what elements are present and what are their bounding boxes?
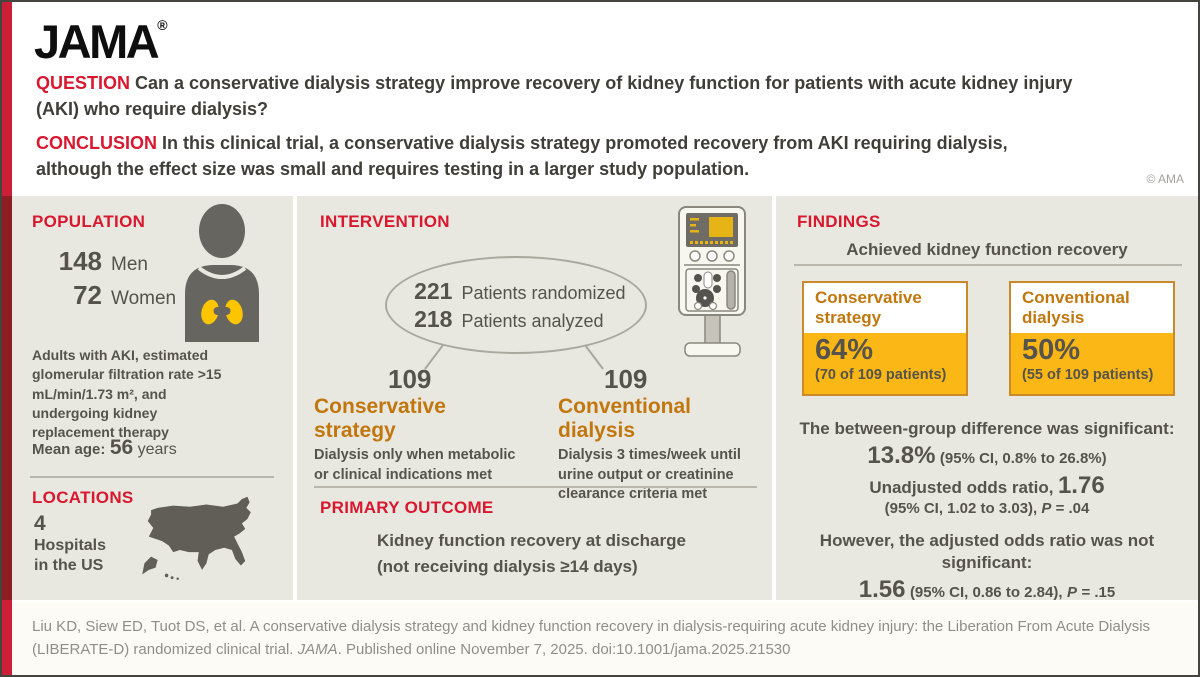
citation-text: Liu KD, Siew ED, Tuot DS, et al. A conse… xyxy=(32,618,1151,658)
jama-logo-text: JAMA xyxy=(34,15,160,68)
arm-conventional-description: Dialysis 3 times/week until urine output… xyxy=(558,447,741,503)
population-description: Adults with AKI, estimated glomerular fi… xyxy=(32,347,222,441)
stat-not-significant-line: However, the adjusted odds ratio was not… xyxy=(819,531,1155,573)
analyzed-count: 218 xyxy=(414,305,453,332)
conclusion-line: CONCLUSION In this clinical trial, a con… xyxy=(36,130,1081,182)
stat-difference: 13.8% (95% CI, 0.8% to 26.8%) xyxy=(786,442,1188,470)
arm-conservative-n: 109 xyxy=(388,364,432,394)
stat-odds-ratio-p-label: P xyxy=(1041,500,1052,518)
intervention-title: INTERVENTION xyxy=(320,212,450,231)
randomization-ellipse: 221 Patients randomized 218 Patients ana… xyxy=(385,256,647,354)
stat-difference-ci: (95% CI, 0.8% to 26.8%) xyxy=(939,450,1107,468)
women-count: 72 xyxy=(73,280,102,310)
result-box-conventional: Conventional dialysis 50% (55 of 109 pat… xyxy=(1009,281,1175,396)
population-locations-divider xyxy=(30,476,274,478)
findings-panel: FINDINGS Achieved kidney function recove… xyxy=(776,196,1198,603)
stat-adjusted-or-p-label: P xyxy=(1066,584,1077,602)
women-label: Women xyxy=(111,288,177,309)
citation: Liu KD, Siew ED, Tuot DS, et al. A conse… xyxy=(32,616,1177,661)
stat-adjusted-odds-ratio: 1.56 (95% CI, 0.86 to 2.84), P = .15 xyxy=(786,576,1188,604)
stat-odds-ratio-ci: (95% CI, 1.02 to 3.03), P = .04 xyxy=(786,500,1188,517)
left-accent-stripe-top xyxy=(2,2,12,196)
locations-line1: Hospitals xyxy=(34,537,107,554)
left-accent-stripe-bottom xyxy=(2,600,12,675)
mean-age-label: Mean age: xyxy=(32,441,106,458)
header: JAMA® QUESTION Can a conservative dialys… xyxy=(12,2,1198,196)
question-label: QUESTION xyxy=(36,73,131,93)
primary-outcome-line1: Kidney function recovery at discharge xyxy=(377,531,686,550)
dialysis-machine-icon xyxy=(678,206,746,357)
randomized-label: Patients randomized xyxy=(461,282,626,303)
citation-tail: . Published online November 7, 2025. doi… xyxy=(337,640,791,658)
primary-outcome-title: PRIMARY OUTCOME xyxy=(320,498,494,517)
stat-difference-value: 13.8% xyxy=(867,442,936,470)
stat-adjusted-or-ci: (95% CI, 0.86 to 2.84), xyxy=(909,584,1063,602)
result-box-conventional-label: Conventional dialysis xyxy=(1022,288,1130,327)
conclusion-text: In this clinical trial, a conservative d… xyxy=(36,133,1008,180)
primary-outcome-line2: (not receiving dialysis ≥14 days) xyxy=(377,556,638,576)
men-label: Men xyxy=(111,254,148,275)
intervention-outcome-divider xyxy=(314,486,757,488)
population-title: POPULATION xyxy=(32,212,146,231)
jama-logo: JAMA® xyxy=(34,14,168,69)
locations-line2: in the US xyxy=(34,557,104,574)
findings-subtitle: Achieved kidney function recovery xyxy=(846,240,1128,259)
analyzed-label: Patients analyzed xyxy=(461,310,604,331)
left-accent-stripe-middle xyxy=(2,196,12,600)
mean-age-value: 56 xyxy=(109,436,134,459)
stat-adjusted-or-value: 1.56 xyxy=(858,576,906,604)
stat-odds-ratio-label: Unadjusted odds ratio, xyxy=(869,478,1054,498)
findings-title: FINDINGS xyxy=(797,212,881,231)
result-box-conservative-label: Conservative strategy xyxy=(815,288,922,327)
arm-conventional-n: 109 xyxy=(604,364,648,394)
arm-conservative: 109 Conservative strategy Dialysis only … xyxy=(314,364,529,485)
us-map-icon xyxy=(142,496,251,580)
question-text: Can a conservative dialysis strategy imp… xyxy=(36,73,1073,120)
stat-significant-line: The between-group difference was signifi… xyxy=(799,419,1175,438)
result-box-conservative-value-area: 64% (70 of 109 patients) xyxy=(804,333,966,394)
stat-odds-ratio: Unadjusted odds ratio, 1.76 xyxy=(786,472,1188,500)
locations-title: LOCATIONS xyxy=(32,488,134,507)
conclusion-label: CONCLUSION xyxy=(36,133,157,153)
stat-odds-ratio-ci-text: (95% CI, 1.02 to 3.03), xyxy=(884,500,1038,518)
question-line: QUESTION Can a conservative dialysis str… xyxy=(36,70,1081,122)
arm-conservative-name: Conservative strategy xyxy=(314,395,446,442)
mean-age-unit: years xyxy=(137,441,177,458)
result-box-conservative-percent: 64% xyxy=(815,334,874,366)
intervention-panel: INTERVENTION xyxy=(297,196,772,600)
arm-conventional: 109 Conventional dialysis Dialysis 3 tim… xyxy=(558,364,765,505)
arm-conventional-name: Conventional dialysis xyxy=(558,395,692,442)
patient-kidneys-icon xyxy=(185,204,259,342)
stat-odds-ratio-p-value: = .04 xyxy=(1055,500,1090,518)
result-box-conventional-detail: (55 of 109 patients) xyxy=(1022,366,1154,383)
ama-copyright: © AMA xyxy=(1146,172,1184,186)
randomized-count: 221 xyxy=(414,277,453,304)
result-box-conservative-detail: (70 of 109 patients) xyxy=(815,366,947,383)
men-count: 148 xyxy=(58,246,102,276)
primary-outcome-text: Kidney function recovery at discharge (n… xyxy=(377,528,686,579)
mean-age: Mean age: 56 years xyxy=(32,436,177,460)
stat-odds-ratio-value: 1.76 xyxy=(1057,472,1105,500)
locations-count: 4 xyxy=(34,512,46,535)
citation-journal: JAMA xyxy=(297,640,338,658)
result-box-conventional-value-area: 50% (55 of 109 patients) xyxy=(1011,333,1173,394)
arm-conservative-description: Dialysis only when metabolic or clinical… xyxy=(314,447,516,483)
footer: Liu KD, Siew ED, Tuot DS, et al. A conse… xyxy=(12,602,1198,675)
population-panel: POPULATION 148 Men 72 Women Adults with … xyxy=(12,196,293,600)
registered-mark: ® xyxy=(157,17,168,33)
findings-subtitle-underline xyxy=(794,264,1182,266)
result-box-conservative: Conservative strategy 64% (70 of 109 pat… xyxy=(802,281,968,396)
findings-stats: The between-group difference was signifi… xyxy=(786,418,1188,604)
stat-adjusted-or-p-value: = .15 xyxy=(1081,584,1116,602)
result-box-conventional-percent: 50% xyxy=(1022,334,1081,366)
sex-counts: 148 Men 72 Women xyxy=(40,246,177,311)
